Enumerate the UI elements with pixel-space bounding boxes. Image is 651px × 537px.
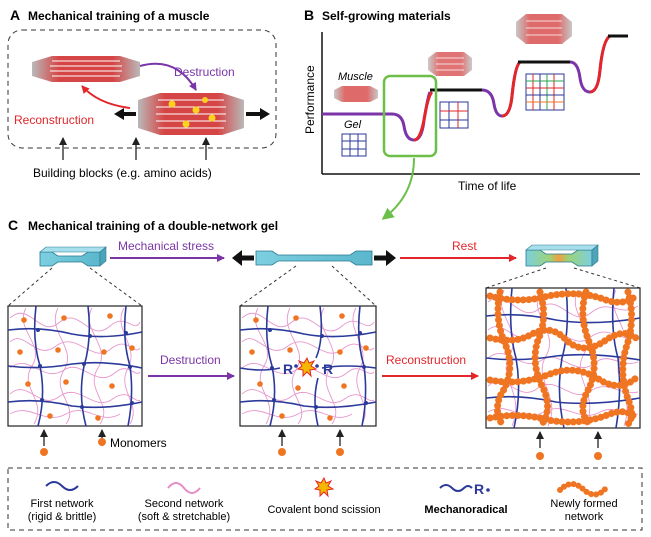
monomers-label: Monomers — [110, 436, 167, 450]
curve-segment-1-reconstruction — [413, 90, 434, 142]
panel-c-destruction-label: Destruction — [160, 353, 221, 367]
muscle-mini-icon-3 — [516, 14, 572, 44]
reconstruction-arrow-a — [81, 85, 131, 109]
panel-a-reconstruction-label: Reconstruction — [14, 113, 94, 127]
monomer-dot-3 — [278, 448, 286, 456]
newly-formed-network-icon — [557, 481, 609, 498]
zoom-lines — [7, 265, 641, 307]
legend-newly-formed: Newly formed — [550, 498, 617, 510]
monomer-dot-1 — [40, 448, 48, 456]
monomer-dot-4 — [336, 448, 344, 456]
covalent-scission-icon — [313, 476, 335, 498]
first-network-icon — [45, 481, 79, 491]
panel-b-ylabel: Performance — [303, 65, 317, 134]
second-network-icon — [167, 482, 201, 494]
muscle-damaged-icon — [138, 93, 244, 135]
panel-a-dashed-frame — [7, 29, 277, 149]
gel-mini-grid-icon-2 — [439, 101, 469, 129]
legend-mechanoradical: Mechanoradical — [424, 504, 507, 516]
building-blocks-label: Building blocks (e.g. amino acids) — [33, 166, 212, 180]
panel-b: B Self-growing materials Performance Tim… — [303, 7, 640, 220]
gel-specimen-stretched — [232, 250, 396, 266]
panel-b-muscle-label: Muscle — [338, 71, 373, 83]
gel-specimen-rested — [525, 244, 599, 267]
monomer-feeds: Monomers — [40, 429, 602, 460]
green-link-arrow — [381, 157, 415, 220]
panel-c: C Mechanical training of a double-networ… — [7, 217, 641, 460]
gel-mini-grid-icon-3 — [525, 73, 565, 111]
newly-formed-network — [486, 288, 640, 428]
legend-frame — [7, 467, 643, 531]
legend-second-network: Second network — [145, 498, 224, 510]
mechanoradical-symbol: R — [474, 481, 484, 497]
rest-label: Rest — [452, 239, 477, 253]
curve-segment-3-reconstruction — [589, 34, 611, 94]
panel-b-title: Self-growing materials — [322, 9, 451, 23]
network-box-reconstructed — [485, 287, 641, 429]
gel-mini-grid-icon-1 — [341, 133, 367, 157]
radical-left-dot — [294, 364, 298, 368]
monomer-dot-2 — [98, 438, 106, 446]
radical-right-dot — [315, 364, 319, 368]
muscle-mini-icon-2 — [428, 52, 472, 76]
curve-segment-2-reconstruction — [501, 60, 522, 118]
panel-c-reconstruction-label: Reconstruction — [386, 353, 466, 367]
bond-scission-star-icon — [296, 356, 318, 378]
gel-specimen-initial — [39, 246, 107, 267]
panel-b-xlabel: Time of life — [458, 179, 517, 193]
panel-a-destruction-label: Destruction — [174, 65, 235, 79]
panel-b-gel-label: Gel — [344, 119, 362, 131]
curve-segment-2-destruction — [481, 60, 522, 118]
mechanical-stress-label: Mechanical stress — [118, 239, 214, 253]
panel-c-letter: C — [8, 217, 18, 233]
legend-second-network-sub: (soft & stretchable) — [138, 511, 230, 523]
mechanoradical-icon: R — [439, 481, 490, 497]
legend: First network (rigid & brittle) Second n… — [7, 467, 643, 531]
monomer-dot-5 — [536, 452, 544, 460]
panel-c-title: Mechanical training of a double-network … — [28, 219, 278, 233]
network-box-initial — [7, 305, 143, 427]
panel-b-letter: B — [304, 7, 314, 23]
radical-left-label: R — [283, 361, 293, 377]
legend-first-network-sub: (rigid & brittle) — [28, 511, 96, 523]
panel-a-title: Mechanical training of a muscle — [28, 9, 210, 23]
network-box-damaged: R R — [239, 305, 377, 427]
radical-right-label: R — [323, 361, 333, 377]
muscle-mini-icon-1 — [334, 86, 378, 102]
panel-a-letter: A — [10, 7, 20, 23]
destruction-arrow-a — [139, 62, 197, 91]
legend-newly-formed-sub: network — [565, 511, 604, 523]
monomer-dot-6 — [594, 452, 602, 460]
muscle-top-icon — [32, 56, 140, 82]
highlight-box — [382, 74, 438, 158]
panel-a: A Mechanical training of a muscle — [7, 7, 277, 180]
legend-first-network: First network — [31, 498, 94, 510]
legend-covalent-scission: Covalent bond scission — [267, 504, 380, 516]
